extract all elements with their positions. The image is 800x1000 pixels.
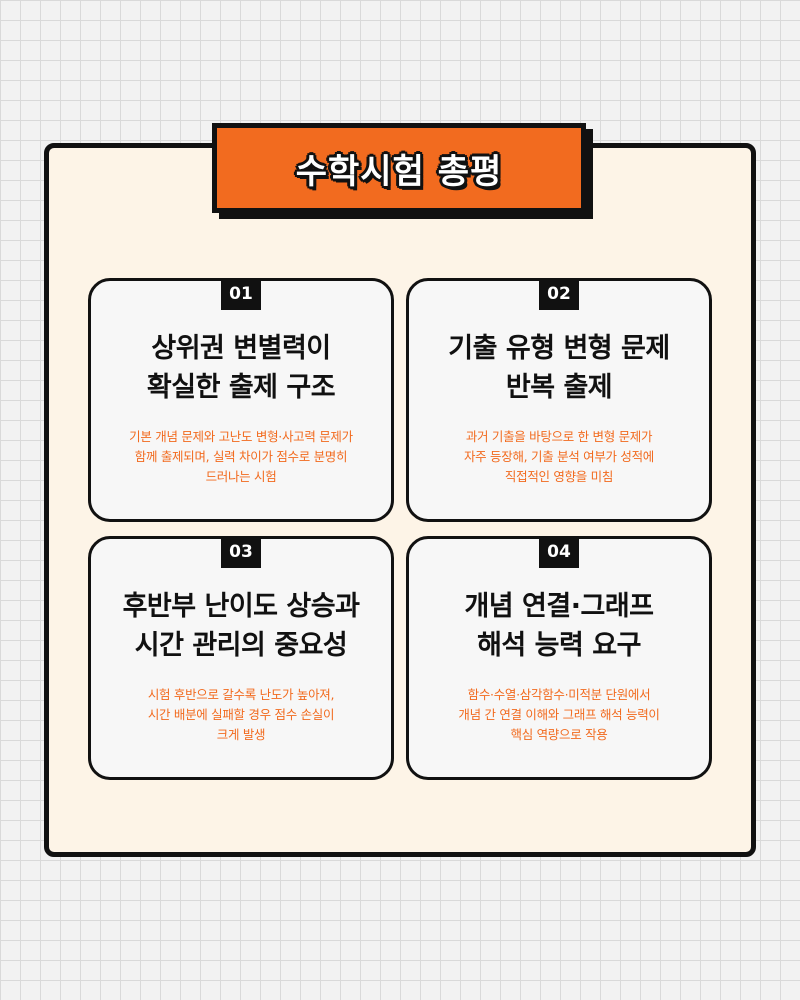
card-desc-line: 시험 후반으로 갈수록 난도가 높아져, (147, 687, 335, 702)
card-desc-line: 핵심 역량으로 작용 (510, 727, 608, 742)
card-description: 과거 기출을 바탕으로 한 변형 문제가 자주 등장해, 기출 분석 여부가 성… (415, 427, 703, 487)
card-title-line: 상위권 변별력이 (151, 333, 331, 364)
card-title-line: 해석 능력 요구 (477, 630, 641, 661)
card-number-badge: 03 (221, 536, 261, 568)
card-number-badge: 01 (221, 278, 261, 310)
card-desc-line: 함수·수열·삼각함수·미적분 단원에서 (467, 687, 651, 702)
card-title: 후반부 난이도 상승과 시간 관리의 중요성 (97, 587, 385, 665)
page-title: 수학시험 총평 (295, 151, 503, 192)
card-desc-line: 시간 배분에 실패할 경우 점수 손실이 (147, 707, 335, 722)
card-description: 기본 개념 문제와 고난도 변형·사고력 문제가 함께 출제되며, 실력 차이가… (97, 427, 385, 487)
card-title-line: 시간 관리의 중요성 (134, 630, 348, 661)
card-02: 02 기출 유형 변형 문제 반복 출제 과거 기출을 바탕으로 한 변형 문제… (406, 278, 712, 522)
card-title: 개념 연결·그래프 해석 능력 요구 (415, 587, 703, 665)
card-01: 01 상위권 변별력이 확실한 출제 구조 기본 개념 문제와 고난도 변형·사… (88, 278, 394, 522)
card-desc-line: 크게 발생 (216, 727, 266, 742)
card-desc-line: 기본 개념 문제와 고난도 변형·사고력 문제가 (129, 429, 353, 444)
card-title-line: 후반부 난이도 상승과 (122, 591, 360, 622)
title-banner: 수학시험 총평 (212, 123, 586, 213)
card-04: 04 개념 연결·그래프 해석 능력 요구 함수·수열·삼각함수·미적분 단원에… (406, 536, 712, 780)
card-title-line: 개념 연결·그래프 (464, 591, 654, 622)
card-number-badge: 02 (539, 278, 579, 310)
card-title: 기출 유형 변형 문제 반복 출제 (415, 329, 703, 407)
card-03: 03 후반부 난이도 상승과 시간 관리의 중요성 시험 후반으로 갈수록 난도… (88, 536, 394, 780)
card-desc-line: 과거 기출을 바탕으로 한 변형 문제가 (465, 429, 653, 444)
card-title-line: 기출 유형 변형 문제 (448, 333, 670, 364)
card-title: 상위권 변별력이 확실한 출제 구조 (97, 329, 385, 407)
card-desc-line: 드러나는 시험 (205, 469, 277, 484)
card-description: 시험 후반으로 갈수록 난도가 높아져, 시간 배분에 실패할 경우 점수 손실… (97, 685, 385, 745)
card-desc-line: 자주 등장해, 기출 분석 여부가 성적에 (463, 449, 655, 464)
card-desc-line: 함께 출제되며, 실력 차이가 점수로 분명히 (134, 449, 348, 464)
card-title-line: 반복 출제 (505, 372, 613, 403)
card-title-line: 확실한 출제 구조 (146, 372, 336, 403)
card-number-badge: 04 (539, 536, 579, 568)
card-description: 함수·수열·삼각함수·미적분 단원에서 개념 간 연결 이해와 그래프 해석 능… (415, 685, 703, 745)
card-desc-line: 직접적인 영향을 미침 (504, 469, 614, 484)
card-desc-line: 개념 간 연결 이해와 그래프 해석 능력이 (458, 707, 660, 722)
